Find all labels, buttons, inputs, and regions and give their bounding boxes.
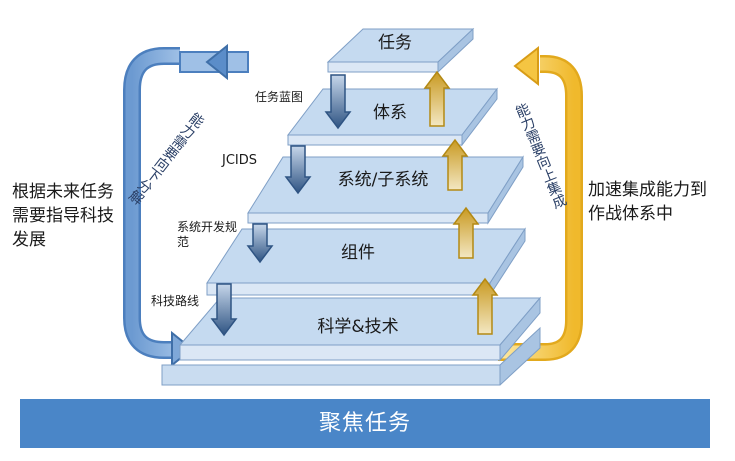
down-arrow-2 xyxy=(284,145,312,195)
up-arrow-2 xyxy=(441,138,469,191)
layer-side-system xyxy=(461,87,498,147)
layer-front-scitech xyxy=(179,344,501,361)
up-arrow-3 xyxy=(452,206,480,259)
down-arrow-1 xyxy=(324,74,352,130)
layer-task xyxy=(326,27,475,74)
right-side-text: 加速集成能力到作战体系中 xyxy=(588,180,707,224)
layer-label-system: 体系 xyxy=(373,103,407,123)
layer-side-task xyxy=(437,27,474,74)
down-label-jcids: JCIDS xyxy=(222,153,258,168)
focus-banner: 聚焦任务 xyxy=(20,399,710,448)
down-arrow-3 xyxy=(246,223,274,264)
layer-front-subsystem xyxy=(247,212,489,224)
down-label-tech-roadmap: 科技路线 xyxy=(151,294,200,308)
layer-scitech xyxy=(178,296,542,362)
layer-label-subsystem: 系统/子系统 xyxy=(337,170,429,190)
down-arrow-4 xyxy=(210,283,238,337)
layer-label-task: 任务 xyxy=(378,33,412,53)
down-label-task-blueprint: 任务蓝图 xyxy=(255,90,304,104)
up-arrow-1 xyxy=(423,70,451,127)
up-arrow-4 xyxy=(471,277,499,335)
focus-banner-label: 聚焦任务 xyxy=(318,411,411,436)
layer-front-task xyxy=(327,61,439,73)
left-loop-arrowhead-top xyxy=(205,43,228,81)
layer-front-component xyxy=(206,282,491,296)
layer-label-component: 组件 xyxy=(341,243,375,263)
layer-side-subsystem xyxy=(487,155,524,225)
layer-side-scitech xyxy=(499,296,541,362)
right-loop-arrow xyxy=(498,45,583,361)
layer-label-scitech: 科学&技术 xyxy=(317,317,399,337)
right-loop-arrowhead xyxy=(513,45,539,87)
down-label-dev-spec: 系统开发规范 xyxy=(177,220,238,249)
layer-component xyxy=(206,227,526,297)
left-side-text: 根据未来任务需要指导科技发展 xyxy=(12,182,114,250)
layer-front-system xyxy=(287,134,463,146)
base-slab xyxy=(161,326,541,386)
left-loop-arrow xyxy=(123,43,249,368)
